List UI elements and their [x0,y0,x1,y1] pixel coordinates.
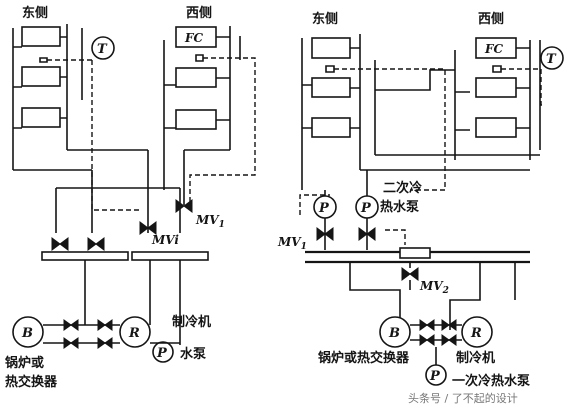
left-source-valve-3 [63,337,79,349]
right-pump-right-label: P [360,201,372,216]
right-east-unit-2 [311,77,351,98]
left-pump [152,341,174,363]
right-mv1-valve-a [316,227,334,241]
left-control-line [189,57,256,205]
right-control-line-1 [334,68,446,191]
right-east-risers [301,34,376,190]
left-east-unit-3 [21,107,61,128]
left-pump-label: P [156,346,168,361]
left-mv-valve [139,221,157,235]
left-west-risers [163,26,241,190]
left-west-label: 西侧 [186,5,212,21]
right-primary-pump-label: P [429,369,441,384]
left-fc-label: FC [184,31,204,45]
right-mv1-label: MV1 [277,235,307,252]
left-boiler-text-2: 热交换器 [5,374,58,390]
left-chiller-text: 制冷机 [172,314,211,330]
left-west-unit-2 [175,67,217,88]
left-valve-b [87,237,105,251]
left-east-label: 东侧 [22,5,48,21]
right-sensor-west [492,65,502,73]
right-boiler [379,316,411,348]
left-east-returns [60,36,67,119]
right-boiler-label: B [388,326,400,341]
left-west-unit-3 [175,109,217,130]
left-mv-center-label: MVi [151,233,179,247]
left-east-risers [12,24,148,171]
right-west-unit-2 [475,77,517,98]
left-mixing-pipes [55,150,180,233]
right-control-line-4 [385,229,406,245]
left-east-unit-1 [21,26,61,47]
right-chiller-text: 制冷机 [456,350,495,366]
right-west-unit-3 [475,117,517,138]
right-source-valve-3 [419,334,435,346]
left-east-unit-2 [21,66,61,87]
right-fc-label: FC [484,42,504,56]
right-east-label: 东侧 [312,11,338,27]
left-header-2 [131,251,209,261]
left-source-valve-1 [63,319,79,331]
left-mv1-label: MV1 [195,213,225,230]
right-boiler-text: 锅炉或热交换器 [318,350,410,366]
right-west-label: 西侧 [478,11,504,27]
left-thermostat-label: T [97,42,108,57]
left-source-valve-2 [97,319,113,331]
left-mv1-valve [175,199,193,213]
left-west-branches [164,36,230,129]
right-east-unit-3 [311,117,351,138]
right-bypass-box [399,247,431,259]
right-control-line-3 [299,194,330,215]
right-thermostat [540,46,564,70]
right-mv2-label: MV2 [419,279,449,296]
left-east-branches [13,46,22,129]
left-down-pipes [84,260,181,345]
right-thermostat-label: T [546,52,557,67]
right-mv1-valve-b [358,227,376,241]
right-chiller [461,316,493,348]
right-mv2-valve [401,267,419,281]
left-boiler-label: B [21,326,33,341]
right-pump-left-label: P [318,201,330,216]
left-boiler-text-1: 锅炉或 [5,355,44,371]
right-fc-unit [475,37,517,59]
right-secondary-pump-1: 二次冷 [383,180,422,196]
left-chiller-label: R [128,326,140,341]
right-source-valve-2 [441,319,457,331]
right-diagram: 东侧 西侧 FC T P P 二次冷 热水泵 [277,11,564,389]
left-chiller [119,316,151,348]
right-control-line-2 [501,68,545,106]
left-diagram: 东侧 西侧 T FC [5,5,256,390]
left-pump-text: 水泵 [180,346,206,362]
right-source-valve-1 [419,319,435,331]
left-control-line-east [91,60,140,211]
watermark: 头条号 / 了不起的设计 [408,391,518,405]
right-west-branches [455,47,530,131]
left-thermostat [91,36,115,60]
left-source-valve-4 [97,337,113,349]
left-valve-a [51,237,69,251]
right-pump-pipes [324,170,368,250]
left-west-supply [183,149,230,205]
right-source-valve-4 [441,334,457,346]
right-crossover-top [375,69,455,91]
left-sensor-west [195,54,204,62]
right-secondary-pump-2: 热水泵 [380,199,419,215]
right-east-branches [302,47,360,129]
right-chiller-label: R [470,326,482,341]
right-primary-pump-text: 一次冷热水泵 [452,373,530,389]
left-sensor-east [39,57,48,63]
left-fc-unit [175,26,217,48]
right-down-pipes [349,262,516,335]
left-boiler [12,316,44,348]
right-crossover-mid [360,154,540,171]
right-sensor-east [325,65,335,73]
left-header-1 [41,251,129,261]
right-west-risers [454,40,541,160]
right-east-unit-1 [311,37,351,59]
